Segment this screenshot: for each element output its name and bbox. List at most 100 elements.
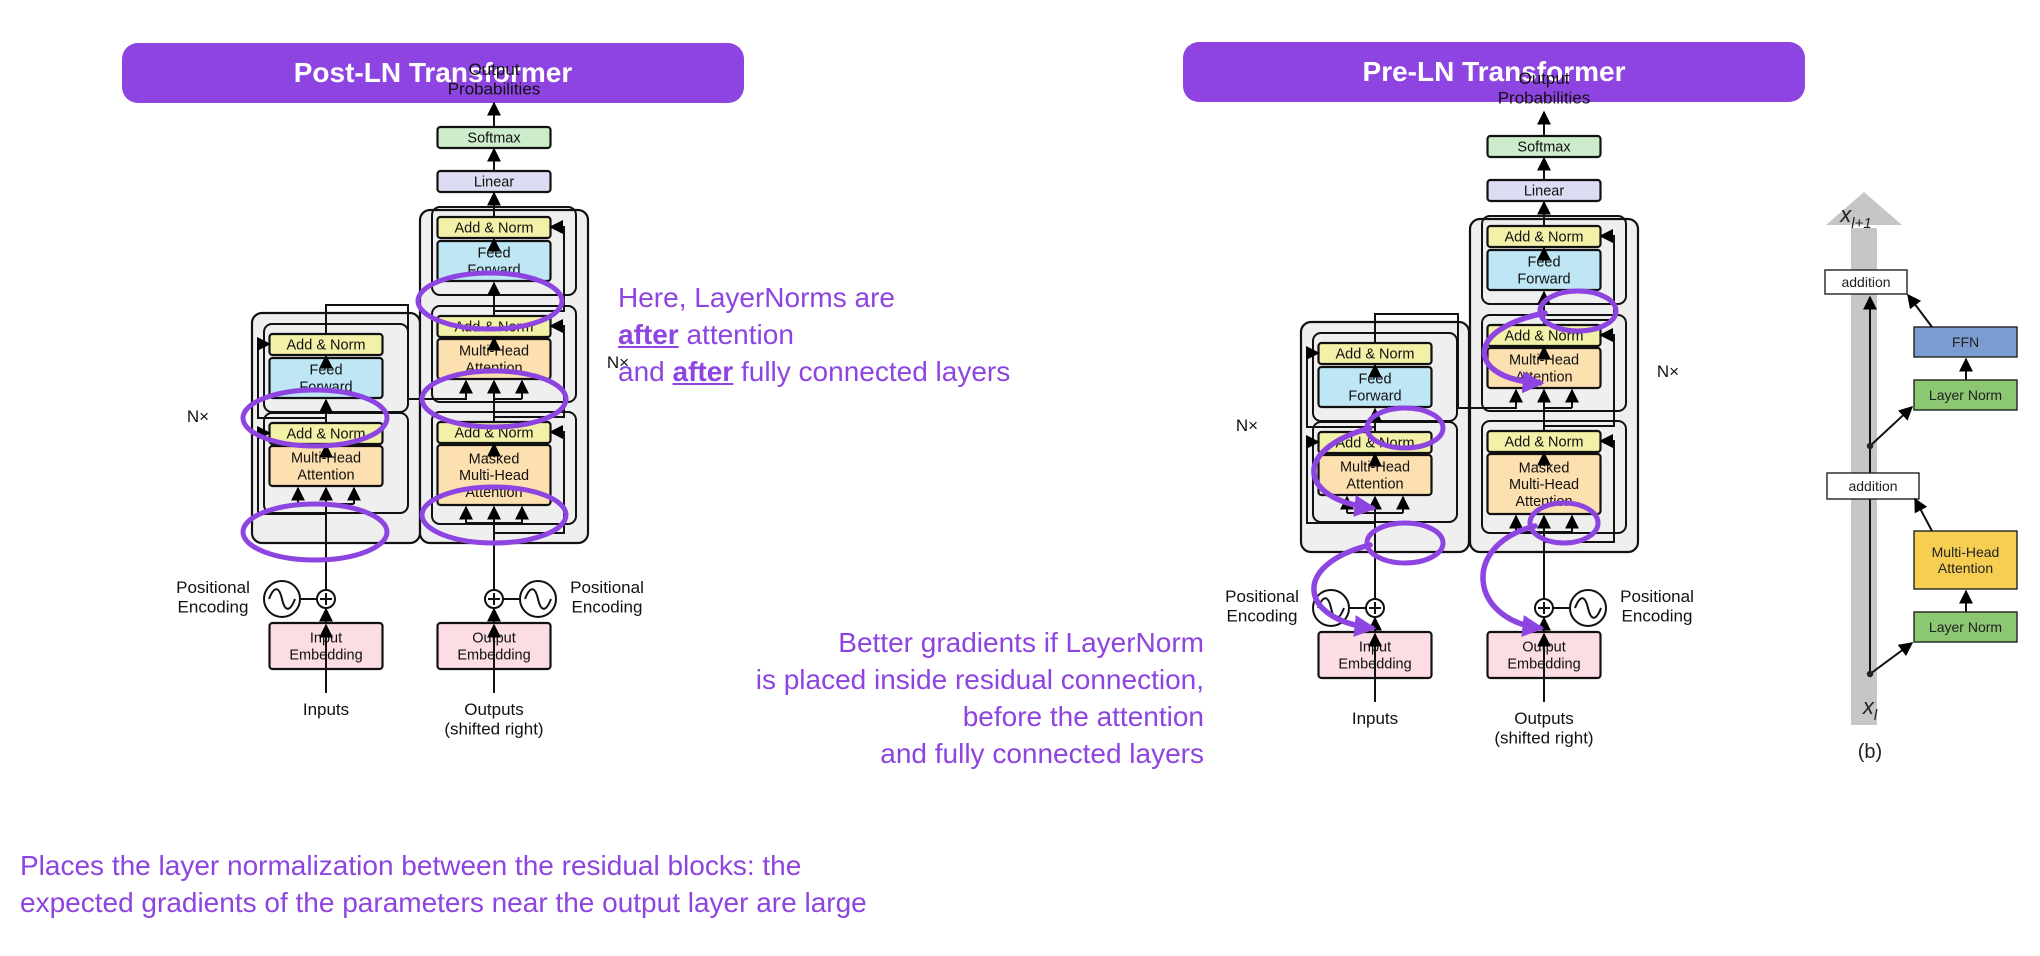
pre-ln-note: Better gradients if LayerNorm is placed … xyxy=(756,624,1204,772)
pre-ln-note-line4: and fully connected layers xyxy=(880,738,1204,769)
bottom-note-line2: expected gradients of the parameters nea… xyxy=(20,887,867,918)
dec-add-norm-masked-label: Add & Norm xyxy=(1505,435,1584,451)
softmax-label-line: Softmax xyxy=(1517,140,1571,156)
x-l-plus-1-base: x xyxy=(1839,202,1852,227)
residual-connector xyxy=(1544,229,1615,321)
decoder-nx-label: N× xyxy=(607,353,629,372)
inputs-label: Inputs xyxy=(1352,709,1398,728)
pre-ln-note-line3: before the attention xyxy=(962,701,1204,732)
pre-ln-note-line1: Better gradients if LayerNorm xyxy=(838,627,1204,658)
enc-ff-swoop xyxy=(1311,425,1377,517)
dec-masked-multi-head-attention-label-line: Multi-Head xyxy=(459,468,529,484)
enc-attn-swoop xyxy=(1311,542,1377,637)
sine-wave xyxy=(1574,597,1602,619)
dec-add-norm-masked-label-line: Add & Norm xyxy=(455,426,534,442)
enc-feed-forward-label-line: Forward xyxy=(1348,388,1401,404)
inputs-label-line: Inputs xyxy=(303,700,349,719)
output-probabilities-label-line: Output xyxy=(1518,69,1569,88)
enc-add-norm-ff-label-line: Add & Norm xyxy=(1336,347,1415,363)
x-l-plus-1-sub: l+1 xyxy=(1851,215,1871,232)
enc-positional-encoding-label-line: Positional xyxy=(176,578,250,597)
dec-multi-head-attention-label-line: Multi-Head xyxy=(459,344,529,360)
residual-connector xyxy=(1305,346,1375,428)
linear-label-line: Linear xyxy=(474,175,514,191)
decoder-nx-label-line: N× xyxy=(607,353,629,372)
addition-top-label-line: addition xyxy=(1841,274,1890,290)
residual-connector xyxy=(494,220,565,312)
addition-bottom-box xyxy=(1826,472,1920,500)
enc-feed-forward-label-line: Feed xyxy=(1358,372,1391,388)
layer-norm-top-b-label: Layer Norm xyxy=(1929,387,2002,403)
dec-add-norm-masked-label: Add & Norm xyxy=(455,426,534,442)
enc-positional-encoding-label-line: Positional xyxy=(1225,587,1299,606)
softmax-label: Softmax xyxy=(1517,140,1571,156)
attention-b-label-line: Multi-Head xyxy=(1932,544,2000,560)
sine-wave xyxy=(1317,597,1345,619)
linear-label: Linear xyxy=(1524,184,1564,200)
enc-positional-encoding-label-line: Encoding xyxy=(1227,607,1298,626)
pre-ln-title: Pre-LN Transformer xyxy=(1183,42,1805,102)
residual-connector xyxy=(256,337,326,419)
inputs-label-line: Inputs xyxy=(1352,709,1398,728)
post-ln-title: Post-LN Transformer xyxy=(122,43,744,103)
layer-norm-bottom-b-label-line: Layer Norm xyxy=(1929,619,2002,635)
decoder-ff-sublayer xyxy=(1481,215,1627,305)
dec-masked-multi-head-attention-label-line: Masked xyxy=(1519,460,1570,476)
layer-norm-top-b-label-line: Layer Norm xyxy=(1929,387,2002,403)
post-ln-note: Here, LayerNorms are after attention and… xyxy=(618,279,1010,390)
softmax-label: Softmax xyxy=(467,131,521,147)
linear-label-line: Linear xyxy=(1524,184,1564,200)
x-l: xl xyxy=(1862,694,1878,724)
dec-add-norm-ellipse-ff xyxy=(415,270,565,332)
output-probabilities-label-line: Probabilities xyxy=(448,80,541,99)
attention-b-label-line: Attention xyxy=(1938,560,1993,576)
encoder-attn-sublayer xyxy=(263,412,409,514)
enc-multi-head-attention-label-line: Multi-Head xyxy=(1340,460,1410,476)
decoder-nx-label: N× xyxy=(1657,362,1679,381)
bottom-note-line1: Places the layer normalization between t… xyxy=(20,850,802,881)
inputs-label: Inputs xyxy=(303,700,349,719)
post-ln-note-line3: and after fully connected layers xyxy=(618,356,1011,387)
branch-dot xyxy=(1866,670,1874,678)
sine-wave xyxy=(524,588,552,610)
encoder-nx-label: N× xyxy=(187,407,209,426)
enc-multi-head-attention-label-line: Attention xyxy=(1346,476,1403,492)
enc-add-norm-attn-label-line: Add & Norm xyxy=(287,427,366,443)
output-probabilities-label-line: Probabilities xyxy=(1498,89,1591,108)
ffn-b-box xyxy=(1913,326,2018,358)
dec-add-norm-ff-label-line: Add & Norm xyxy=(1505,230,1584,246)
dec-multi-head-attention-label-line: Multi-Head xyxy=(1509,353,1579,369)
dec-feed-forward-label-line: Forward xyxy=(1517,271,1570,287)
residual-connector xyxy=(494,319,565,418)
enc-add-norm-attn-label: Add & Norm xyxy=(287,427,366,443)
sine-wave xyxy=(268,588,296,610)
linear-label: Linear xyxy=(474,175,514,191)
dec-masked-multi-head-attention-label-line: Masked xyxy=(469,451,520,467)
dec-add-norm-ff-label-line: Add & Norm xyxy=(455,221,534,237)
dec-add-norm-ellipse-masked xyxy=(419,484,569,546)
attention-b-box xyxy=(1913,530,2018,590)
panel-b-caption-line: (b) xyxy=(1858,741,1882,763)
dec-positional-encoding-label-line: Encoding xyxy=(572,598,643,617)
connector xyxy=(1869,642,1914,675)
dec-add-norm-attn-label: Add & Norm xyxy=(1505,329,1584,345)
dec-add-norm-masked-label-line: Add & Norm xyxy=(1505,435,1584,451)
connector xyxy=(1914,497,1933,532)
dec-masked-swoop xyxy=(1480,523,1545,637)
enc-add-norm-ff-label-line: Add & Norm xyxy=(287,338,366,354)
softmax-label-line: Softmax xyxy=(467,131,521,147)
pre-ln-note-line2: is placed inside residual connection, xyxy=(755,664,1204,695)
encoder-nx-label-line: N× xyxy=(187,407,209,426)
